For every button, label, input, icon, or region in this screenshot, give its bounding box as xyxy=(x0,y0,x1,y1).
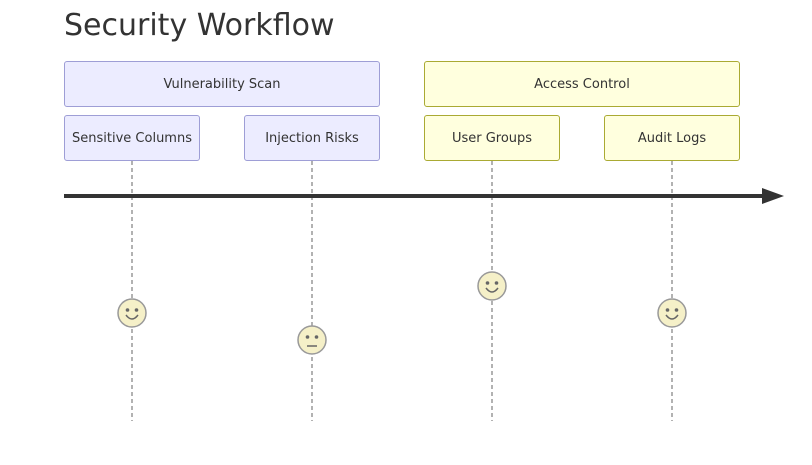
smile-face-icon xyxy=(657,298,687,328)
task-sensitive-columns: Sensitive Columns xyxy=(64,115,200,161)
task-user-groups: User Groups xyxy=(424,115,560,161)
task-label: Audit Logs xyxy=(637,130,707,146)
section-access-control: Access Control xyxy=(424,61,740,107)
task-label: User Groups xyxy=(451,130,533,146)
task-audit-logs: Audit Logs xyxy=(604,115,740,161)
section-vulnerability-scan: Vulnerability Scan xyxy=(64,61,380,107)
section-label: Access Control xyxy=(534,76,630,92)
smile-face-icon xyxy=(477,271,507,301)
score-faces xyxy=(117,271,687,355)
task-label: Sensitive Columns xyxy=(72,130,192,146)
neutral-face-icon xyxy=(297,325,327,355)
task-label: Injection Risks xyxy=(265,130,359,146)
task-injection-risks: Injection Risks xyxy=(244,115,380,161)
task-lines xyxy=(131,161,673,421)
smile-face-icon xyxy=(117,298,147,328)
section-label: Vulnerability Scan xyxy=(163,76,281,92)
diagram-title: Security Workflow xyxy=(64,8,335,43)
